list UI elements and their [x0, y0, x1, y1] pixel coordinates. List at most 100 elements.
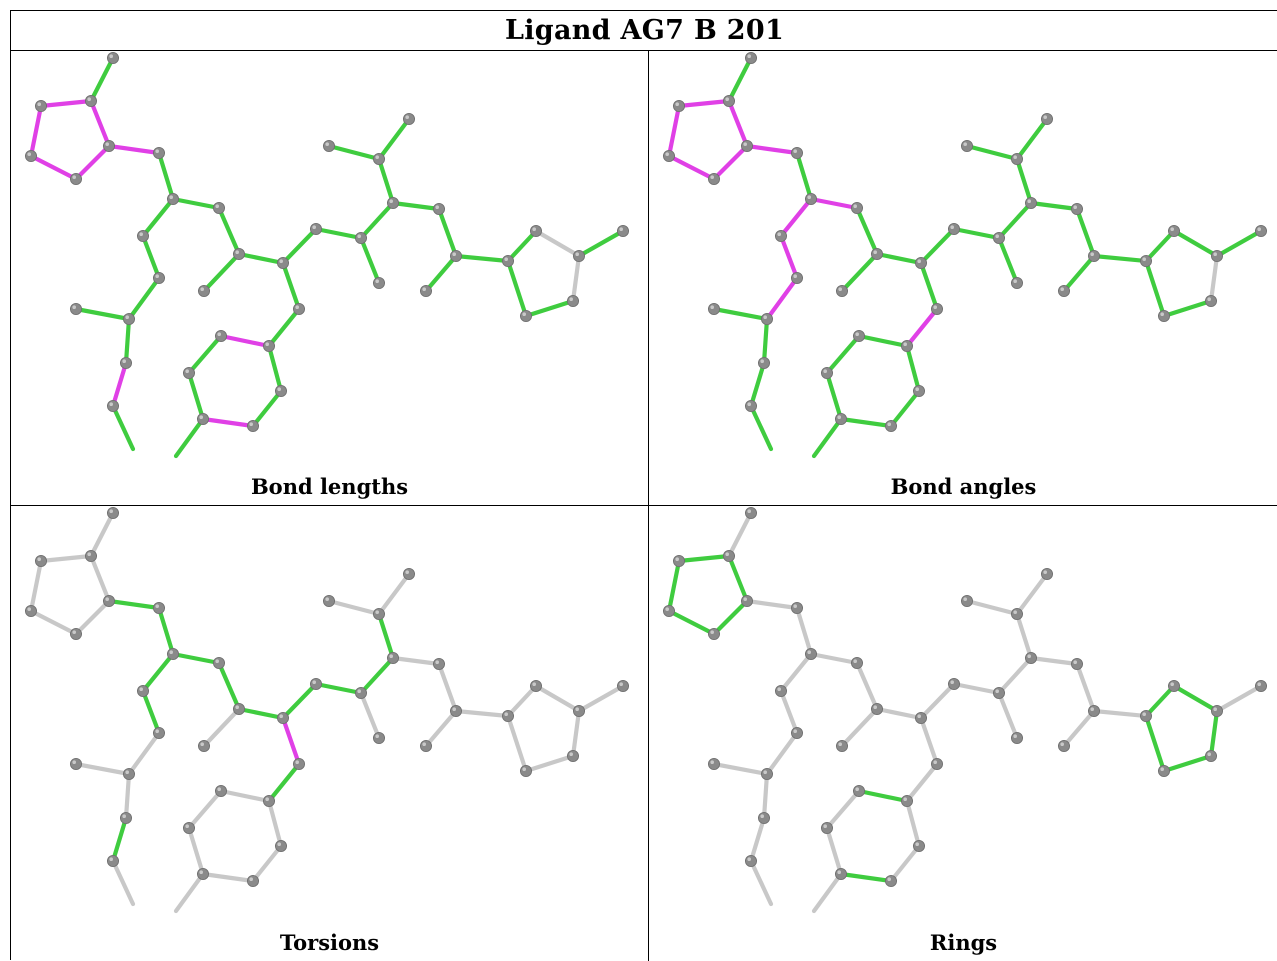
caption-bond-lengths: Bond lengths — [250, 474, 409, 499]
atom-19 — [274, 384, 287, 397]
atom-20 — [182, 366, 195, 379]
atom-highlight-29 — [1013, 155, 1017, 159]
atom-5 — [708, 628, 721, 641]
atom-highlight-25 — [122, 814, 126, 818]
bond-13-15 — [918, 681, 957, 721]
atom-39 — [419, 739, 432, 752]
bond-5-3 — [711, 598, 750, 637]
bond-25-27 — [748, 815, 767, 864]
atom-11 — [790, 726, 803, 739]
atom-25 — [758, 356, 771, 369]
atom-highlight-23 — [357, 689, 362, 693]
atom-highlight-8 — [215, 659, 219, 663]
bond-1-2 — [676, 98, 732, 109]
bond-37-38 — [1074, 661, 1097, 714]
atom-highlight-28 — [1142, 257, 1146, 261]
atom-2 — [34, 100, 47, 113]
atom-highlight-24 — [389, 654, 394, 658]
bond-1-3 — [88, 553, 112, 604]
atom-8 — [850, 656, 863, 669]
atom-24 — [386, 651, 399, 664]
atom-24 — [1024, 651, 1037, 664]
bond-24-29 — [1014, 156, 1034, 206]
atom-highlight-4 — [665, 607, 669, 611]
atom-highlight-11 — [793, 274, 797, 278]
atom-highlight-8 — [215, 204, 219, 208]
atom-3 — [741, 140, 754, 153]
bond-31-32 — [533, 683, 582, 714]
bond-38-28 — [453, 253, 511, 264]
bond-22-21 — [838, 871, 894, 884]
atom-highlight-10 — [235, 250, 239, 254]
atom-31 — [1168, 224, 1181, 237]
bond-3-6 — [744, 598, 800, 611]
atom-18 — [852, 329, 865, 342]
bond-32-40 — [1214, 228, 1264, 259]
atom-4 — [24, 605, 37, 618]
bond-18-20 — [824, 788, 862, 831]
atom-highlight-16 — [933, 760, 937, 764]
bond-12-26 — [73, 761, 132, 777]
bond-11-12 — [126, 730, 162, 777]
atom-7 — [166, 647, 179, 660]
atom-highlight-9 — [139, 232, 143, 236]
atom-highlight-29 — [375, 610, 380, 614]
atom-24 — [386, 196, 399, 209]
bond-38-28 — [1091, 253, 1149, 264]
bond-1-2 — [38, 553, 94, 564]
atom-highlight-37 — [1073, 205, 1077, 209]
bond-23-30 — [996, 690, 1020, 741]
bond-15-23 — [313, 681, 364, 696]
atom-highlight-22 — [199, 870, 203, 874]
bond-21-19 — [250, 388, 284, 429]
atom-highlight-18 — [855, 787, 859, 791]
atom-31 — [530, 224, 543, 237]
atom-highlight-6 — [155, 604, 159, 608]
atom-highlight-20 — [185, 369, 189, 374]
atom-6 — [152, 602, 165, 615]
bond-20-22 — [824, 370, 844, 422]
atom-highlight-37 — [1073, 660, 1077, 664]
atom-highlight-21 — [249, 877, 253, 881]
atom-highlight-31 — [1170, 227, 1174, 231]
atom-highlight-26 — [710, 305, 714, 309]
atom-highlight-31 — [532, 227, 536, 231]
bond-37-38 — [1074, 206, 1097, 259]
atom-highlight-22 — [199, 415, 203, 420]
bond-25-27 — [748, 360, 767, 409]
atom-highlight-19 — [277, 842, 282, 846]
atom-highlight-40 — [1257, 682, 1261, 686]
bond-22-42 — [173, 416, 206, 459]
bond-6-7 — [156, 605, 176, 657]
atom-highlight-19 — [277, 387, 282, 392]
bond-33-34 — [523, 753, 576, 774]
atom-28 — [1139, 709, 1152, 722]
atom-highlight-18 — [217, 787, 221, 791]
atom-highlight-26 — [710, 760, 714, 764]
bond-37-38 — [436, 661, 459, 714]
bond-18-20 — [186, 788, 224, 831]
atom-35 — [402, 113, 415, 126]
atom-39 — [419, 284, 432, 297]
atom-28 — [501, 254, 514, 267]
bond-1-2 — [38, 98, 94, 109]
atom-highlight-30 — [1013, 734, 1017, 738]
bond-0-1 — [726, 510, 754, 559]
atom-highlight-19 — [915, 387, 919, 392]
atom-highlight-38 — [1090, 707, 1094, 711]
atom-3 — [103, 140, 116, 153]
atom-highlight-12 — [763, 770, 767, 774]
bond-23-24 — [358, 200, 396, 241]
bond-24-37 — [1028, 200, 1080, 212]
atom-highlight-8 — [853, 204, 857, 208]
atom-30 — [372, 731, 385, 744]
atom-26 — [708, 302, 721, 315]
caption-rings: Rings — [929, 930, 998, 955]
atom-25 — [120, 811, 133, 824]
atom-3 — [741, 595, 754, 608]
atom-highlight-15 — [312, 225, 317, 229]
atom-highlight-18 — [217, 332, 221, 337]
bond-2-4 — [666, 558, 682, 614]
atom-12 — [761, 767, 774, 780]
atom-34 — [1157, 764, 1170, 777]
